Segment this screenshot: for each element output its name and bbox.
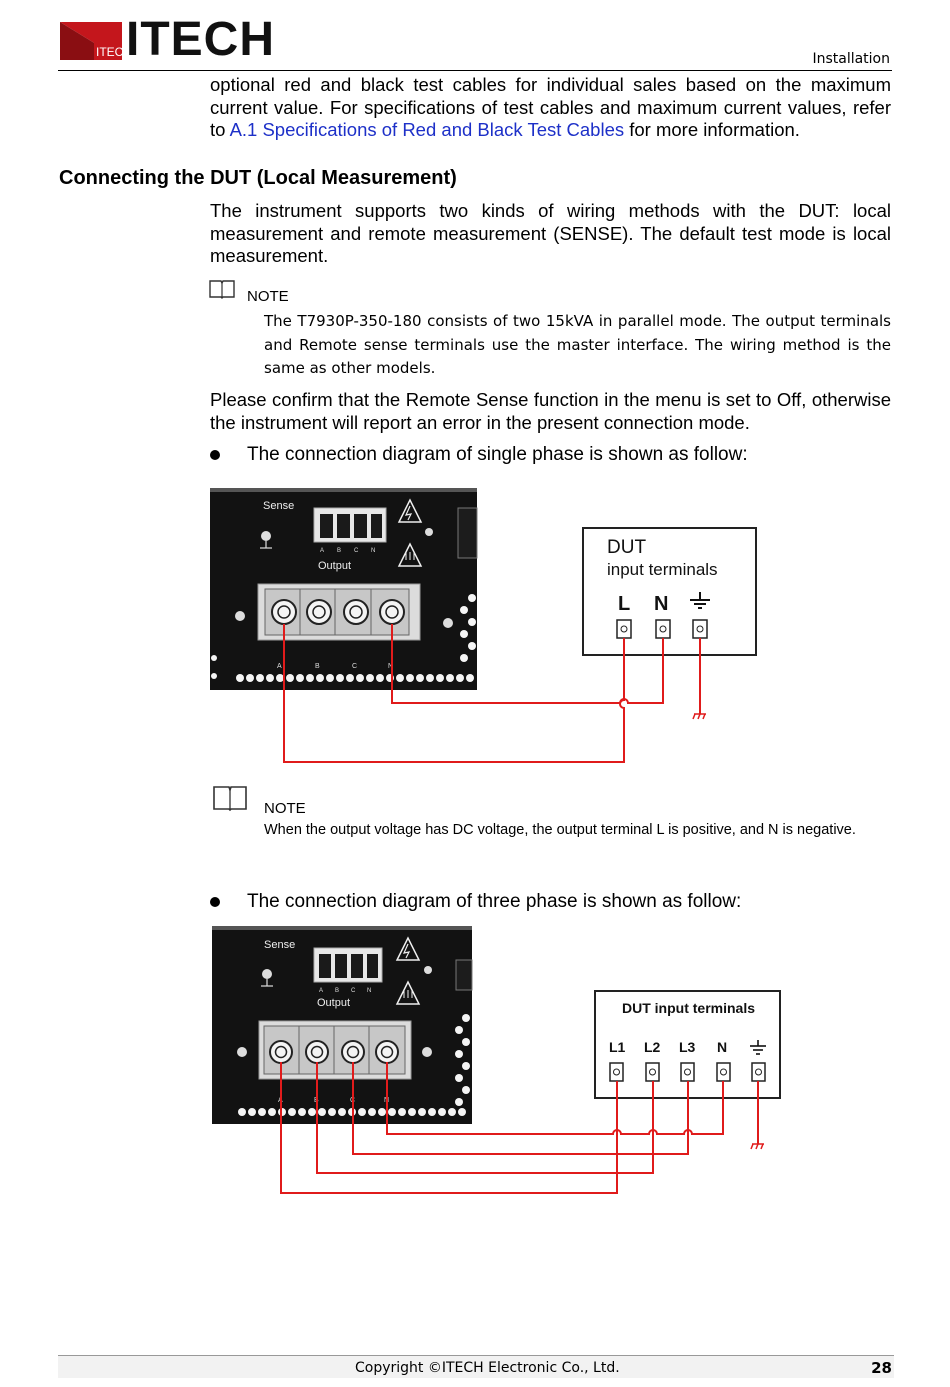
sense-letter-n: N (371, 548, 375, 554)
ground-icon (260, 541, 272, 549)
instrument-panel: Sense A B C N Output (210, 488, 478, 690)
connection-wires (283, 624, 701, 763)
dut-subtitle: input terminals (607, 560, 718, 579)
terminal-letter-a: A (277, 663, 282, 670)
ground-icon (750, 1040, 766, 1055)
bullet-dot (210, 897, 220, 907)
note-label: NOTE (247, 288, 289, 305)
logo-word: ITECH (126, 13, 275, 66)
high-voltage-warning-icon (395, 936, 421, 961)
hot-surface-warning-icon (397, 542, 423, 567)
sense-label: Sense (264, 939, 295, 951)
earth-ground-icon (750, 1143, 764, 1150)
dut-box: DUT input terminals L N (582, 527, 757, 656)
sense-letter-b: B (335, 988, 339, 994)
output-terminal-c (334, 588, 374, 636)
connection-wires (280, 1062, 759, 1194)
single-phase-diagram: Sense A B C N Output (210, 488, 757, 763)
note-book-icon (213, 786, 247, 812)
section-name: Installation (812, 51, 890, 67)
three-phase-bullet: The connection diagram of three phase is… (247, 891, 742, 912)
three-phase-diagram: Sense A B C N Output A B (212, 926, 781, 1194)
remote-sense-paragraph: Please confirm that the Remote Sense fun… (210, 389, 891, 433)
itech-logo: ITECH (60, 22, 132, 60)
high-voltage-warning-icon (397, 498, 423, 523)
dut-terminal-n: N (717, 1039, 727, 1055)
output-label: Output (318, 560, 351, 572)
single-phase-bullet: The connection diagram of single phase i… (247, 444, 748, 465)
dut-box: DUT input terminals L1 L2 L3 N (594, 990, 781, 1099)
intro-paragraph: optional red and black test cables for i… (210, 74, 891, 142)
sense-letter-n: N (367, 988, 371, 994)
output-label: Output (317, 997, 350, 1009)
instrument-panel: Sense A B C N Output A B (212, 926, 473, 1124)
sense-letter-c: C (351, 988, 356, 994)
sense-ground-screw (262, 969, 272, 979)
page-number: 28 (871, 1359, 892, 1377)
bullet-dot (210, 450, 220, 460)
dut-terminal-l1: L1 (609, 1039, 626, 1055)
dut-terminal-l: L (618, 593, 630, 615)
ground-icon (261, 979, 273, 987)
terminal-letter-c: C (352, 663, 357, 670)
hot-surface-warning-icon (395, 980, 421, 1005)
sense-ground-screw (261, 531, 271, 541)
logo-tag-text: ITECH (96, 45, 132, 59)
ground-icon (690, 592, 710, 609)
terminal-letter-n: N (388, 663, 393, 670)
intro-text-end: for more information. (624, 119, 800, 140)
intro-text: optional red and black test cables for i… (210, 74, 891, 140)
sense-letter-a: A (320, 548, 324, 554)
sense-letter-b: B (337, 548, 341, 554)
sense-label: Sense (263, 500, 294, 512)
terminal-letter-b: B (315, 663, 320, 670)
earth-ground-icon (692, 713, 706, 720)
footer-band (58, 1356, 894, 1378)
section-heading: Connecting the DUT (Local Measurement) (59, 167, 457, 189)
note-book-icon (209, 280, 235, 299)
dut-terminal-l2: L2 (644, 1039, 661, 1055)
sense-letter-a: A (319, 988, 323, 994)
dut-terminal-l3: L3 (679, 1039, 696, 1055)
copyright: Copyright ©ITECH Electronic Co., Ltd. (355, 1360, 620, 1376)
note-text: The T7930P-350-180 consists of two 15kVA… (264, 312, 891, 377)
spec-link[interactable]: A.1 Specifications of Red and Black Test… (229, 119, 625, 140)
header-rule (58, 70, 892, 71)
dut-title: DUT input terminals (622, 1000, 755, 1016)
output-terminal-b (299, 588, 339, 636)
output-terminal-a (264, 588, 304, 636)
dut-title: DUT (607, 537, 646, 558)
note-label: NOTE (264, 800, 306, 817)
footer-rule (58, 1355, 894, 1356)
note-text: When the output voltage has DC voltage, … (264, 822, 856, 838)
output-terminal-n (370, 588, 410, 636)
dut-terminal-n: N (654, 593, 668, 615)
sense-letter-c: C (354, 548, 359, 554)
wiring-methods-paragraph: The instrument supports two kinds of wir… (210, 200, 891, 266)
